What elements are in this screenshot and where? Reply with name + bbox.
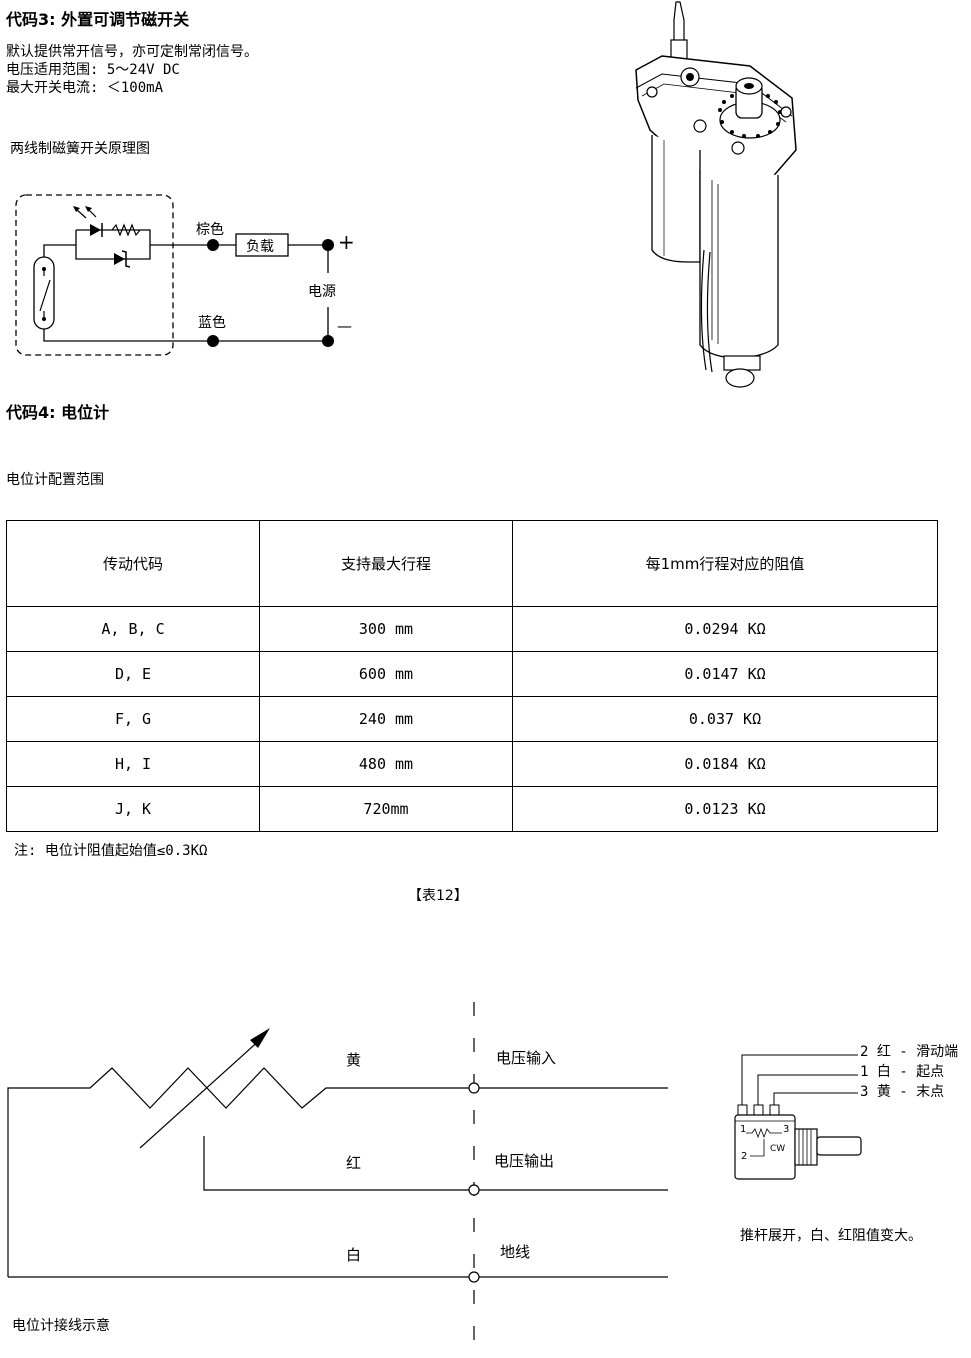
reed-switch-diagram-title: 两线制磁簧开关原理图 <box>10 141 150 157</box>
junction-red <box>468 1184 480 1196</box>
cell-max-stroke: 480 mm <box>259 741 513 787</box>
pin-legend-1: 1 白 - 起点 <box>860 1064 945 1080</box>
negative-terminal <box>322 335 334 347</box>
ground-label: 地线 <box>500 1243 530 1261</box>
pot-pin-3: 3 <box>783 1124 789 1135</box>
yellow-wire-label: 黄 <box>346 1051 361 1069</box>
plus-label: + <box>338 230 355 254</box>
header-max-stroke: 支持最大行程 <box>259 520 513 607</box>
actuator-illustration <box>635 1 797 388</box>
code4-title: 代码4: 电位计 <box>6 403 110 422</box>
pot-cw-label: CW <box>770 1144 785 1154</box>
pot-wiring-diagram: 黄 红 白 电压输入 电压输出 地线 <box>7 1002 668 1356</box>
table-note: 注: 电位计阻值起始值≤0.3KΩ <box>14 843 208 859</box>
blue-wire-label: 蓝色 <box>198 314 226 331</box>
reed-contact <box>39 279 51 312</box>
junction-yellow <box>468 1082 480 1094</box>
wiring-caption: 电位计接线示意 <box>12 1318 110 1334</box>
cell-drive-code: J, K <box>6 786 260 832</box>
red-wire-label: 红 <box>346 1154 361 1172</box>
pot-pin-1: 1 <box>740 1124 746 1135</box>
table-row: H, I 480 mm 0.0184 KΩ <box>6 741 938 787</box>
switch-enclosure <box>15 194 174 356</box>
resistor <box>111 223 141 237</box>
cell-max-stroke: 720mm <box>259 786 513 832</box>
pot-config-subtitle: 电位计配置范围 <box>6 472 104 488</box>
pot-resistor-track <box>7 1067 474 1277</box>
led-diode <box>90 224 101 236</box>
cell-resistance: 0.0184 KΩ <box>512 741 938 787</box>
pot-description: 推杆展开，白、红阻值变大。 <box>740 1228 922 1244</box>
code3-voltage-range: 电压适用范围: 5～24V DC <box>6 62 180 78</box>
reed-switch-schematic: 棕色 负载 电源 + — 蓝色 <box>15 194 355 356</box>
minus-label: — <box>337 317 352 335</box>
cell-resistance: 0.037 KΩ <box>512 696 938 742</box>
pot-component-drawing: 1 3 2 CW <box>734 1054 862 1180</box>
pin-legend-2: 2 红 - 滑动端 <box>860 1044 959 1060</box>
header-resistance-per-mm: 每1mm行程对应的阻值 <box>512 520 938 607</box>
cell-resistance: 0.0123 KΩ <box>512 786 938 832</box>
junction-white <box>468 1271 480 1283</box>
positive-terminal <box>322 239 334 251</box>
code3-title: 代码3: 外置可调节磁开关 <box>6 10 190 29</box>
power-label: 电源 <box>308 284 336 300</box>
table-header-row: 传动代码 支持最大行程 每1mm行程对应的阻值 <box>6 520 938 607</box>
cell-drive-code: A, B, C <box>6 606 260 652</box>
wiper-line <box>203 1136 668 1191</box>
zener-diode <box>114 253 125 265</box>
cell-resistance: 0.0147 KΩ <box>512 651 938 697</box>
cell-resistance: 0.0294 KΩ <box>512 606 938 652</box>
load-label: 负载 <box>246 239 274 255</box>
code3-line1: 默认提供常开信号，亦可定制常闭信号。 <box>6 44 258 60</box>
table-caption: 【表12】 <box>408 888 468 904</box>
table-row: D, E 600 mm 0.0147 KΩ <box>6 651 938 697</box>
table-row: J, K 720mm 0.0123 KΩ <box>6 786 938 832</box>
pin-legend-3: 3 黄 - 末点 <box>860 1084 945 1100</box>
table-row: F, G 240 mm 0.037 KΩ <box>6 696 938 742</box>
header-drive-code: 传动代码 <box>6 520 260 607</box>
table-row: A, B, C 300 mm 0.0294 KΩ <box>6 606 938 652</box>
cell-max-stroke: 240 mm <box>259 696 513 742</box>
voltage-output-label: 电压输出 <box>494 1152 554 1170</box>
brown-wire-label: 棕色 <box>196 221 224 238</box>
cell-max-stroke: 300 mm <box>259 606 513 652</box>
cell-drive-code: H, I <box>6 741 260 787</box>
voltage-input-label: 电压输入 <box>496 1049 556 1067</box>
code3-max-current: 最大开关电流: ＜100mA <box>6 80 164 96</box>
cell-max-stroke: 600 mm <box>259 651 513 697</box>
brown-terminal <box>207 239 219 251</box>
cell-drive-code: F, G <box>6 696 260 742</box>
potentiometer-table: 传动代码 支持最大行程 每1mm行程对应的阻值 A, B, C 300 mm 0… <box>6 520 938 832</box>
wiper-arrow <box>139 1037 263 1149</box>
blue-terminal <box>207 335 219 347</box>
pot-pin-2: 2 <box>741 1151 747 1162</box>
pot-shaft <box>816 1136 862 1156</box>
white-wire-label: 白 <box>346 1246 361 1264</box>
cell-drive-code: D, E <box>6 651 260 697</box>
